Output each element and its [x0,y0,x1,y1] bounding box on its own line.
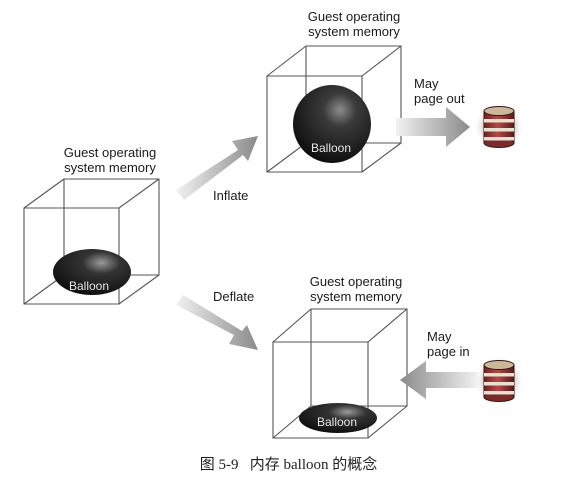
deflated-balloon-icon [299,403,377,433]
left-memory-label-line2: system memory [64,160,156,175]
inflate-label: Inflate [213,188,248,203]
disk-icon [473,101,525,153]
bottom-balloon-label: Balloon [317,415,357,429]
top-balloon-label: Balloon [311,141,351,155]
caption-text: 内存 balloon 的概念 [249,457,378,473]
disk-icon-bottom [473,355,525,407]
left-balloon-label: Balloon [69,279,109,293]
bottom-memory-label-line2: system memory [310,289,402,304]
bottom-cube-depth-edges [272,308,408,439]
bottom-cube-back-edges [310,308,408,407]
may-page-in-line1: May [427,329,452,344]
may-page-out-line2: page out [414,91,465,106]
deflate-arrow-icon [176,295,258,350]
caption-number: 图 5-9 [199,457,239,473]
left-memory-cube: Guest operating system memory Balloon [23,145,160,305]
may-page-out-line1: May [414,76,439,91]
deflate-label: Deflate [213,289,254,304]
may-page-in-line2: page in [427,344,470,359]
inflate-arrow-icon [176,136,258,200]
top-memory-cube: Guest operating system memory Balloon [266,9,402,173]
bottom-memory-cube: Guest operating system memory Balloon [272,274,408,439]
balloon-icon [53,249,131,295]
top-memory-label-line1: Guest operating [308,9,401,24]
figure-caption: 图 5-9 内存 balloon 的概念 [0,453,577,474]
bottom-memory-label-line1: Guest operating [310,274,403,289]
inflated-balloon-icon [293,85,371,163]
page-out-arrow-icon [396,107,470,147]
top-cube-depth-edges [266,45,402,173]
page-in-arrow-icon [400,361,478,399]
left-memory-label-line1: Guest operating [64,145,157,160]
left-cube-depth-edges [23,178,160,305]
top-memory-label-line2: system memory [308,24,400,39]
